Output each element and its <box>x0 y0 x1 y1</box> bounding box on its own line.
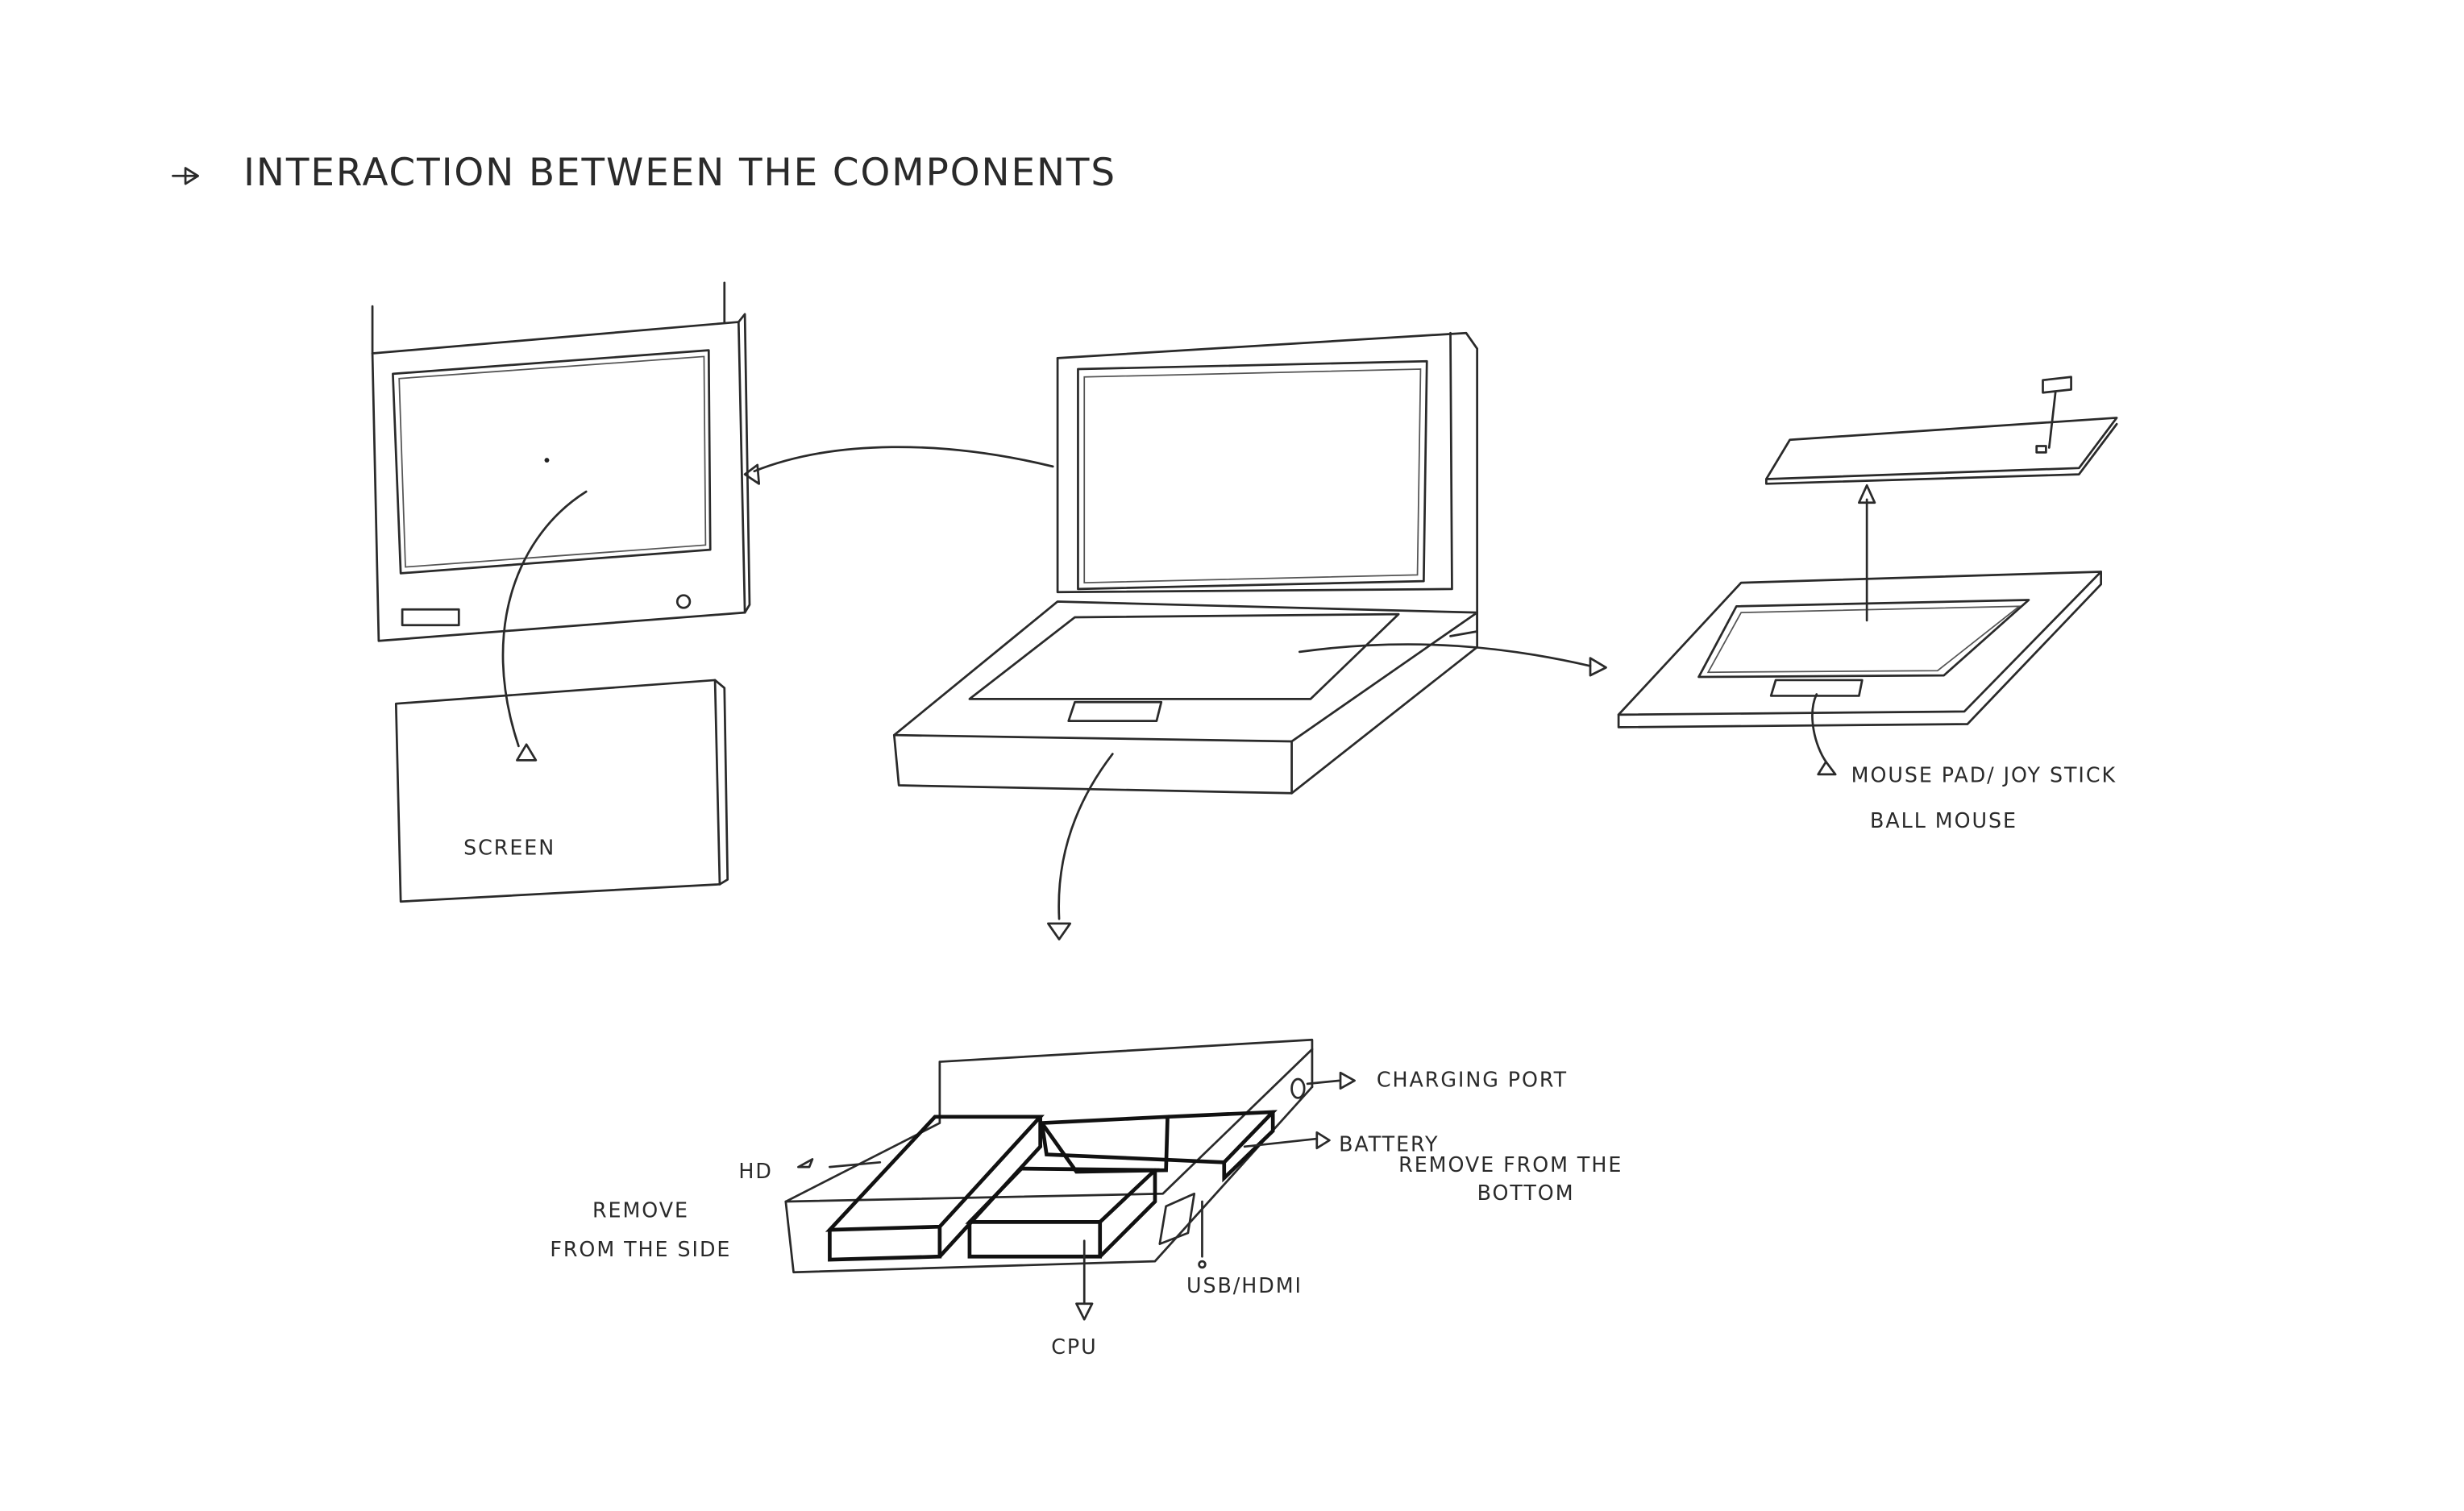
label-usb-hdmi: USB/HDMI <box>1186 1273 1303 1297</box>
arrow-icon <box>1339 1071 1356 1090</box>
arrow-icon <box>1047 922 1072 940</box>
arrow-icon <box>1315 1131 1331 1150</box>
internals-sketch: CHARGING PORT BATTERY REMOVE FROM THE BO… <box>550 1038 1623 1359</box>
laptop-sketch <box>743 331 1607 940</box>
mousepad-sketch: MOUSE PAD/ JOY STICK BALL MOUSE <box>1617 376 2118 832</box>
arrow-icon <box>516 743 538 762</box>
label-ball-mouse: BALL MOUSE <box>1870 808 2017 832</box>
label-battery: BATTERY <box>1339 1132 1439 1156</box>
page-title: INTERACTION BETWEEN THE COMPONENTS <box>243 152 1116 195</box>
label-mouse-pad: MOUSE PAD/ JOY STICK <box>1851 763 2117 787</box>
label-remove-side-2: FROM THE SIDE <box>550 1237 731 1261</box>
label-charging-port: CHARGING PORT <box>1377 1068 1568 1092</box>
label-screen: SCREEN <box>463 835 555 859</box>
arrow-bullet-icon <box>172 167 200 185</box>
label-remove-side-1: REMOVE <box>592 1198 689 1222</box>
arrow-icon <box>1075 1302 1094 1321</box>
title: INTERACTION BETWEEN THE COMPONENTS <box>172 152 1116 195</box>
arrow-icon <box>743 463 761 485</box>
label-cpu: CPU <box>1051 1335 1097 1359</box>
arrow-icon <box>797 1158 814 1169</box>
label-remove-bottom-2: BOTTOM <box>1477 1181 1575 1205</box>
arrow-icon <box>1817 760 1837 776</box>
label-hd: HD <box>738 1159 772 1183</box>
label-remove-bottom-1: REMOVE FROM THE <box>1398 1152 1623 1177</box>
arrow-icon <box>1589 657 1607 677</box>
monitor-sketch: SCREEN <box>371 281 751 903</box>
arrow-icon <box>1858 484 1876 504</box>
